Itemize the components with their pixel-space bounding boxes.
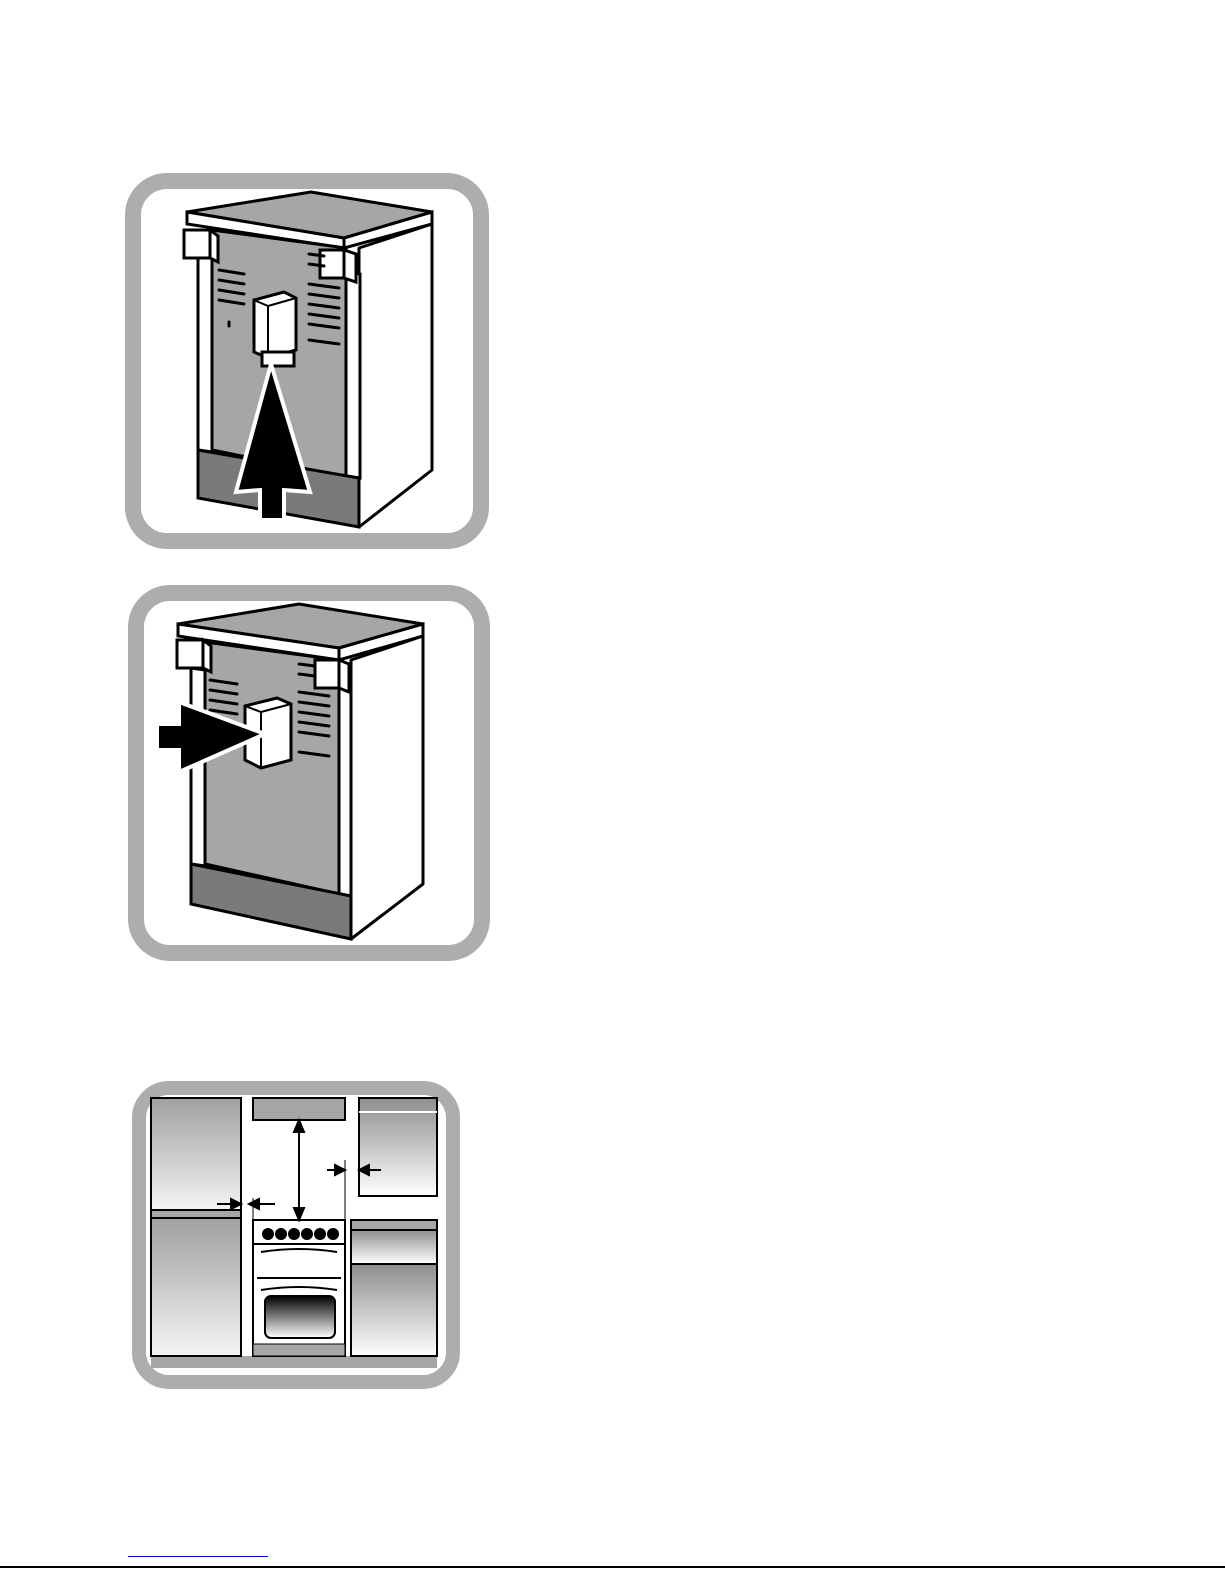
left-base-cabinet: [151, 1218, 241, 1356]
cooker-rear-arrow-up-icon: [124, 172, 490, 550]
cooker-rear-arrow-right-icon: [127, 584, 491, 962]
kitchen-clearance-diagram-icon: [131, 1080, 461, 1390]
right-base-cabinet: [351, 1264, 437, 1356]
footer-link-underline: [128, 1556, 268, 1557]
left-wall-cabinet: [151, 1098, 241, 1210]
footer-rule: [0, 1566, 1225, 1568]
figure-rear-view-arrow-up: [124, 172, 490, 550]
oven-window: [265, 1296, 335, 1338]
figure-rear-view-arrow-right: [127, 584, 491, 962]
figure-kitchen-clearances: [131, 1080, 461, 1390]
side-panel: [351, 636, 423, 939]
right-base-drawer: [351, 1230, 437, 1264]
cooker-hood: [253, 1098, 345, 1120]
